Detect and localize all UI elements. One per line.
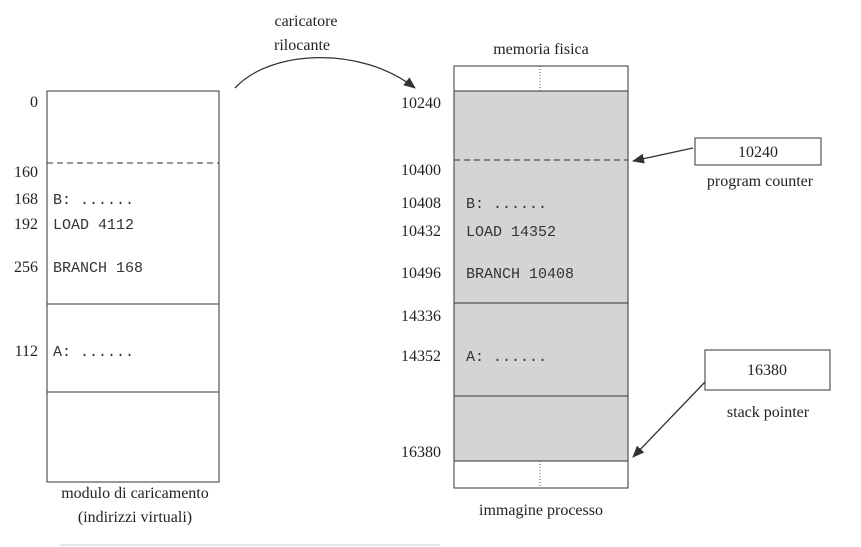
virtual-address: 256 [14,259,38,276]
virtual-address: 192 [14,216,38,233]
virtual-address: 0 [30,94,38,111]
physical-address: 10408 [401,195,441,212]
program-counter-value: 10240 [738,144,778,161]
physical-address: 10400 [401,162,441,179]
code-line: LOAD 14352 [466,224,556,241]
physical-address: 10496 [401,265,441,282]
physical-address: 14352 [401,348,441,365]
program-counter-label: program counter [707,173,814,190]
program-counter-arrow [632,147,694,164]
code-line: BRANCH 10408 [466,266,574,283]
physical-memory-title: memoria fisica [493,41,589,58]
program-counter-register [694,137,822,166]
process-image-region [453,90,629,462]
physical-address: 10240 [401,95,441,112]
code-line: A: ...... [466,349,547,366]
module-caption-line1: modulo di caricamento [61,485,209,502]
code-line: BRANCH 168 [53,260,143,277]
code-line: B: ...... [53,192,134,209]
loader-label-line2: rilocante [274,37,330,54]
virtual-address: 112 [15,343,38,360]
code-line: B: ...... [466,196,547,213]
loader-label-line1: caricatore [274,13,337,30]
code-line: A: ...... [53,344,134,361]
module-caption-line2: (indirizzi virtuali) [78,509,192,526]
physical-address: 10432 [401,223,441,240]
relocating-loader-arrow [234,56,416,89]
physical-address: 14336 [401,308,441,325]
stack-pointer-arrow [632,381,706,458]
virtual-address: 160 [14,164,38,181]
stack-pointer-value: 16380 [747,362,787,379]
physical-address: 16380 [401,444,441,461]
virtual-load-module [46,90,220,483]
stack-pointer-register [704,349,831,391]
code-line: LOAD 4112 [53,217,134,234]
virtual-address: 168 [14,191,38,208]
physical-memory [453,65,629,489]
process-image-caption: immagine processo [479,502,603,519]
stack-pointer-label: stack pointer [727,404,810,421]
